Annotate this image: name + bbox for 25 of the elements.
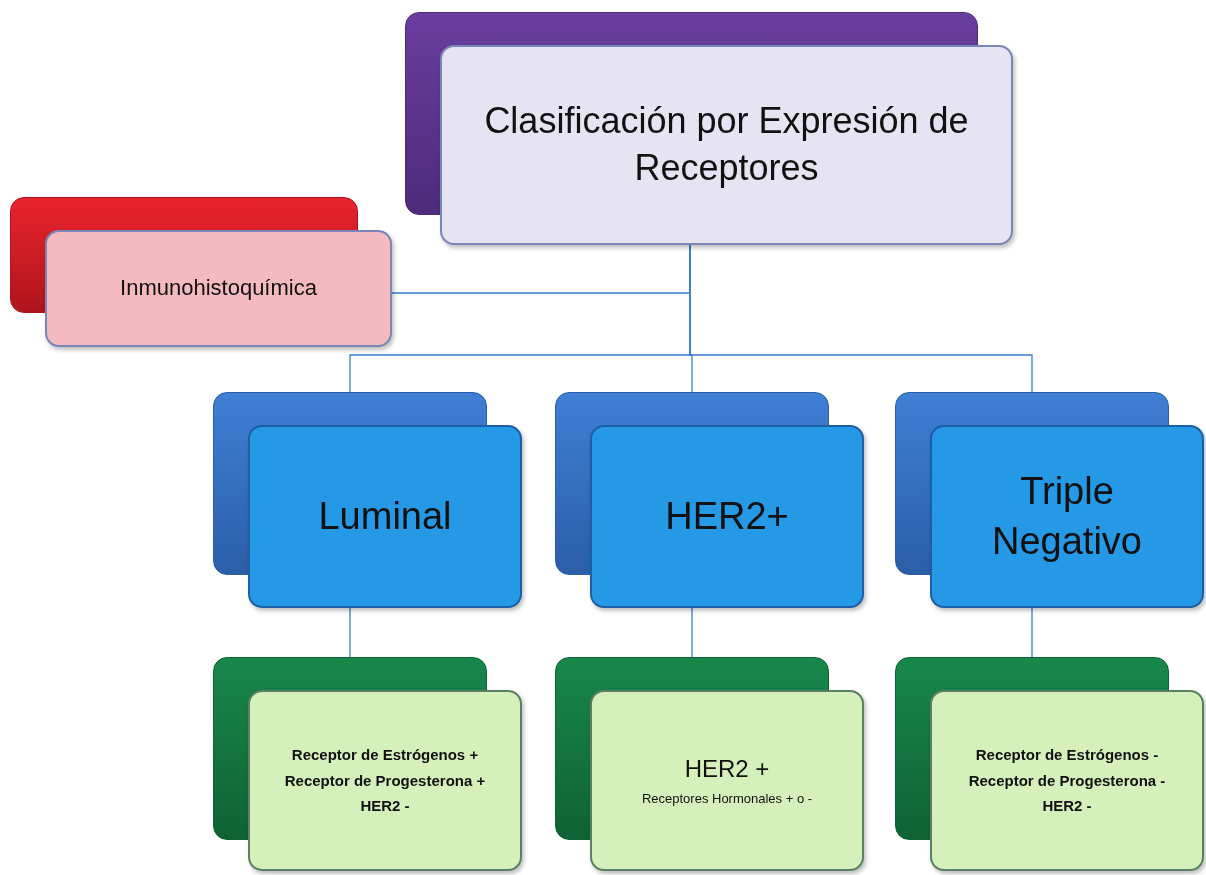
box-text: HER2 - — [1042, 796, 1092, 816]
box-text: Clasificación por Expresión de Receptores — [483, 99, 970, 190]
box-text: Receptor de Progesterona - — [968, 770, 1166, 791]
box-text: Triple Negativo — [991, 469, 1143, 564]
box-text: Receptor de Progesterona + — [284, 770, 486, 791]
box-text: Inmunohistoquímica — [120, 274, 317, 303]
box-text: Receptor de Estrógenos - — [975, 745, 1159, 765]
connector-line — [1031, 607, 1033, 658]
box-text: Receptores Hormonales + o - — [641, 790, 813, 808]
stacked-box — [213, 657, 522, 871]
stacked-box — [895, 657, 1204, 871]
box-text: HER2+ — [665, 493, 789, 539]
stacked-box — [213, 392, 522, 608]
stacked-box — [555, 657, 864, 871]
connector-line — [349, 607, 351, 658]
connector-line — [691, 607, 693, 658]
stacked-box — [895, 392, 1204, 608]
box-text: Receptor de Estrógenos + — [291, 745, 479, 765]
stacked-box — [555, 392, 864, 608]
connector-line — [689, 244, 1033, 393]
stacked-box — [10, 197, 392, 347]
box-text: HER2 + — [684, 754, 770, 785]
box-text: HER2 - — [360, 796, 410, 816]
stacked-box — [405, 12, 1013, 245]
box-text: Luminal — [318, 493, 452, 539]
